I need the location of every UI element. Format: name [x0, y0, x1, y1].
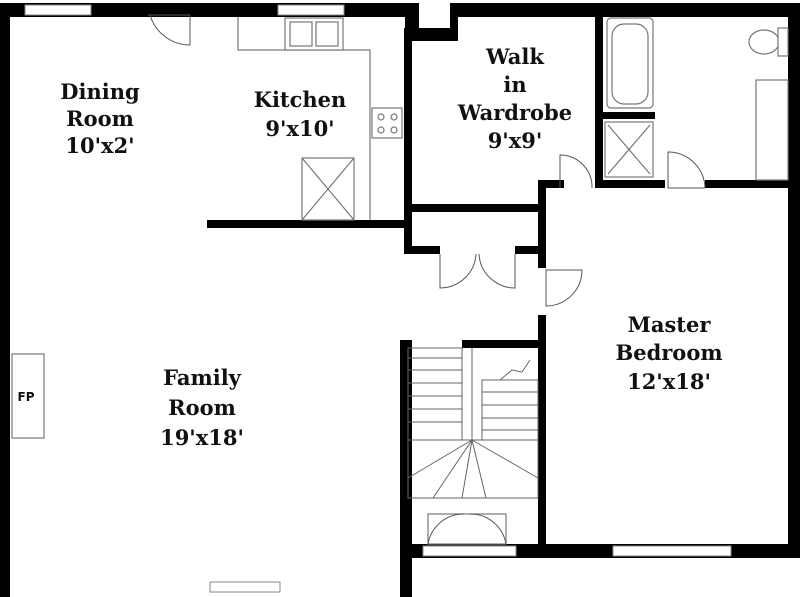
stairs [407, 347, 539, 499]
kitchen-size: 9'x10' [265, 116, 334, 141]
wall-wardrobe-left [404, 28, 412, 254]
dining-room-name-line-1: Dining [60, 79, 140, 104]
wardrobe-door-swing [559, 154, 593, 189]
wall-closet-bottom [404, 246, 440, 254]
master-bedroom-size: 12'x18' [627, 369, 711, 394]
shower-x-2 [607, 124, 651, 175]
sink-basin-left [289, 21, 313, 47]
closet-door-right [478, 253, 516, 289]
wall-bath-bottom [540, 180, 564, 188]
stairs-landing [407, 439, 539, 499]
bath-door-swing [667, 151, 706, 189]
wall-closet-bottom-r [515, 246, 545, 254]
walk-in-size: 9'x9' [488, 128, 543, 153]
stair-arrow [499, 359, 531, 381]
stove [371, 107, 403, 139]
wall-kitchen-south [207, 220, 412, 228]
sink-basin-right [315, 21, 339, 47]
fireplace [11, 353, 45, 439]
stair-closet-doors [427, 513, 507, 545]
wall-family-right [400, 340, 412, 597]
fireplace-label: FP [18, 390, 35, 404]
walk-in-name-line-2: in [503, 72, 526, 97]
master-door-swing [545, 269, 583, 307]
burner-2 [390, 113, 398, 121]
wall-notch-bottom [405, 28, 455, 41]
kitchen-fixtures [237, 17, 403, 221]
burner-1 [377, 113, 385, 121]
master-bedroom-name-line-2: Bedroom [615, 340, 722, 365]
dining-room-name-line-2: Room [66, 106, 134, 131]
window-wardrobe [612, 545, 732, 557]
walk-in-name-line-1: Walk [485, 44, 544, 69]
walk-in-name-line-3: Wardrobe [457, 100, 572, 125]
toilet-tank [777, 27, 789, 57]
wall-bath-bottom-right [705, 180, 795, 188]
wall-shower-top [600, 112, 655, 119]
window-dining [24, 4, 92, 16]
doors [148, 14, 706, 545]
bathtub [606, 17, 654, 109]
wall-notch-right [450, 3, 458, 41]
wall-stairs-top [462, 340, 544, 348]
wall-top-right [452, 3, 800, 17]
window-bottom-left [209, 581, 281, 593]
vanity [755, 79, 789, 181]
winder-2 [432, 439, 473, 499]
closet-door-left [439, 253, 477, 289]
wall-bath-bottom-mid [595, 180, 665, 188]
winder-4 [471, 439, 487, 499]
wall-wardrobe-bottom [404, 204, 544, 212]
dining-room-size: 10'x2' [65, 133, 134, 158]
kitchen-name: Kitchen [254, 87, 347, 112]
burner-3 [377, 126, 385, 134]
bath-fixtures [604, 17, 789, 181]
family-room-size: 19'x18' [160, 425, 244, 450]
burner-4 [390, 126, 398, 134]
family-room-name-line-1: Family [163, 365, 242, 390]
winder-5 [471, 439, 539, 479]
wall-wardrobe-bath [595, 10, 603, 186]
window-stairs [422, 545, 517, 557]
family-room-name-line-2: Room [168, 395, 236, 420]
fridge-x-2 [301, 157, 355, 221]
bathtub-inner [611, 23, 649, 105]
wall-left [0, 3, 10, 597]
stair-closet-swing [427, 513, 507, 545]
winder-1 [407, 439, 473, 479]
winder-3 [461, 439, 473, 499]
wall-master-left-lower [538, 315, 546, 558]
window-kitchen [277, 4, 345, 16]
entry-door-swing [149, 14, 191, 46]
stairs-right-run [481, 379, 539, 441]
room-labels: Dining Room 10'x2' Kitchen 9'x10' Walk i… [60, 44, 722, 450]
windows [24, 4, 732, 593]
toilet [748, 29, 780, 55]
master-bedroom-name-line-1: Master [628, 312, 712, 337]
stairs-left-run [407, 347, 463, 441]
wall-right [788, 3, 800, 558]
wall-master-left-upper [538, 180, 546, 268]
